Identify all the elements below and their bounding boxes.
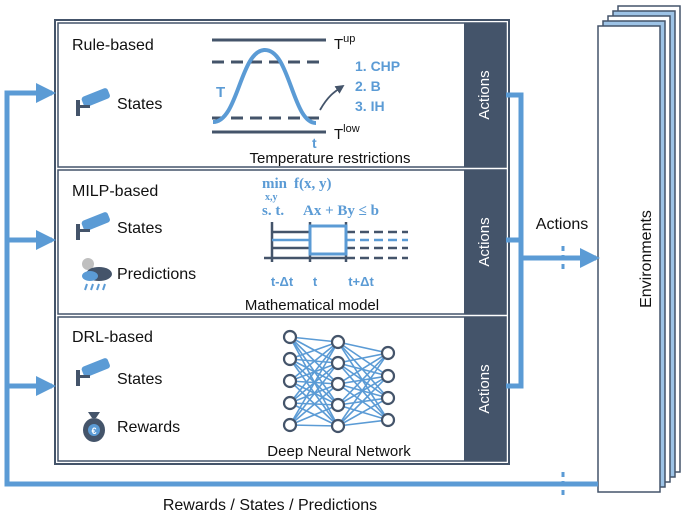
environments-label: Environments bbox=[638, 210, 655, 308]
t-symbol: T bbox=[216, 84, 225, 101]
drl-title: DRL-based bbox=[72, 329, 153, 346]
milp-title: MILP-based bbox=[72, 183, 158, 200]
neural-network bbox=[289, 336, 389, 427]
tick-t-minus: t-Δt bbox=[271, 274, 294, 289]
subject-to: s. t. bbox=[262, 203, 284, 219]
camera-icon bbox=[76, 212, 110, 240]
feedback-bus bbox=[4, 83, 598, 487]
priority-arrow bbox=[319, 85, 345, 111]
priority-2: 2. B bbox=[355, 78, 381, 94]
milp-predictions-label: Predictions bbox=[117, 266, 196, 283]
milp-actions-label: Actions bbox=[476, 217, 493, 266]
tick-t-plus: t+Δt bbox=[348, 274, 374, 289]
rule-caption: Temperature restrictions bbox=[250, 150, 411, 167]
drl-rewards-label: Rewards bbox=[117, 419, 180, 436]
t-low-label: Tlow bbox=[334, 123, 360, 143]
milp-caption: Mathematical model bbox=[245, 297, 379, 314]
drl-states-label: States bbox=[117, 371, 162, 388]
constraint: Ax + By ≤ b bbox=[303, 203, 379, 219]
rule-title: Rule-based bbox=[72, 37, 154, 54]
feedback-label: Rewards / States / Predictions bbox=[163, 497, 377, 514]
priority-3: 3. IH bbox=[355, 98, 385, 114]
milp-based-panel: Actions MILP-based States Predictions mi… bbox=[57, 169, 507, 315]
rule-based-panel: Actions Rule-based States T t Tup Tlow 1… bbox=[57, 22, 507, 168]
temperature-curve bbox=[212, 47, 317, 125]
drl-based-panel: Actions DRL-based States € Rewards bbox=[57, 316, 507, 462]
camera-icon bbox=[76, 88, 110, 116]
t-up-label: Tup bbox=[334, 33, 355, 53]
min-word: min bbox=[262, 176, 288, 192]
rule-actions-label: Actions bbox=[476, 70, 493, 119]
milp-states-label: States bbox=[117, 220, 162, 237]
nn-nodes bbox=[282, 329, 396, 434]
priority-1: 1. CHP bbox=[355, 58, 400, 74]
camera-icon bbox=[76, 358, 110, 386]
environments-stack: Environments bbox=[597, 5, 681, 493]
weather-icon bbox=[82, 258, 112, 291]
tick-t: t bbox=[313, 274, 318, 289]
rule-states-label: States bbox=[117, 96, 162, 113]
objective-function: f(x, y) bbox=[294, 176, 332, 192]
svg-text:€: € bbox=[91, 426, 96, 436]
milp-actions-bar bbox=[464, 170, 506, 314]
money-bag-icon: € bbox=[83, 412, 105, 442]
drl-caption: Deep Neural Network bbox=[267, 443, 411, 460]
actions-bus bbox=[506, 92, 600, 389]
min-subscript: x,y bbox=[265, 192, 278, 203]
middle-actions-label: Actions bbox=[536, 216, 588, 233]
rule-actions-bar bbox=[464, 23, 506, 167]
drl-actions-bar bbox=[464, 317, 506, 461]
drl-actions-label: Actions bbox=[476, 364, 493, 413]
t-axis-label: t bbox=[312, 135, 317, 151]
decision-block bbox=[308, 224, 348, 256]
